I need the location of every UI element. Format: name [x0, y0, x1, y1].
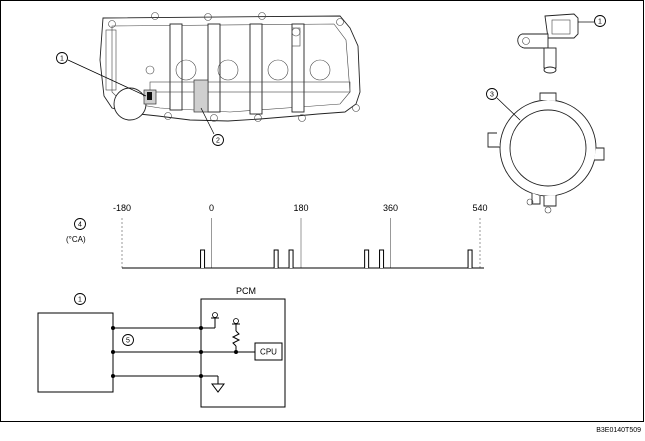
callout-3-plate-marker	[486, 88, 498, 100]
cylinder-head-illustration	[99, 12, 361, 122]
signal-pulse-3	[364, 249, 370, 268]
callout-2-engine-marker	[212, 134, 224, 146]
callout-3-plate-label: 3	[490, 92, 494, 99]
camshaft-pulse-plate	[487, 92, 605, 214]
sensor-block	[37, 312, 114, 393]
tick-label-0: -180	[113, 203, 131, 213]
tick-label-1: 0	[209, 203, 214, 213]
callout-4-graph-marker	[74, 218, 86, 230]
figure-code: B3E0140T509	[596, 427, 641, 434]
callout-1-circuit-marker	[74, 293, 86, 305]
pcm-label: PCM	[236, 286, 256, 296]
callout-5-circuit-label: 5	[126, 338, 130, 345]
graph-unit-label: (°CA)	[66, 235, 86, 244]
cpu-block	[254, 342, 283, 361]
circuit-wiring	[111, 312, 255, 393]
callout-5-circuit-marker	[122, 334, 134, 346]
signal-pulse-5	[467, 249, 473, 268]
callout-1-sensor-marker	[594, 15, 606, 27]
signal-pulse-1	[273, 249, 279, 268]
cpu-label: CPU	[260, 348, 277, 357]
signal-pulse-0	[200, 249, 206, 268]
crank-angle-signal-graph: -180 0 180 360 540	[113, 203, 488, 269]
camshaft-position-sensor	[517, 13, 579, 74]
tick-label-2: 180	[293, 203, 308, 213]
callout-1-engine-marker	[56, 52, 68, 64]
tick-label-4: 540	[472, 203, 487, 213]
callout-1-engine-label: 1	[60, 56, 64, 63]
figure-border	[0, 0, 644, 422]
callout-4-graph-label: 4	[78, 222, 82, 229]
signal-pulse-4	[379, 249, 385, 268]
callout-2-engine-label: 2	[216, 138, 220, 145]
signal-pulse-2	[288, 249, 294, 268]
callout-1-sensor-label: 1	[598, 19, 602, 26]
callout-1-circuit-label: 1	[78, 297, 82, 304]
tick-label-3: 360	[383, 203, 398, 213]
